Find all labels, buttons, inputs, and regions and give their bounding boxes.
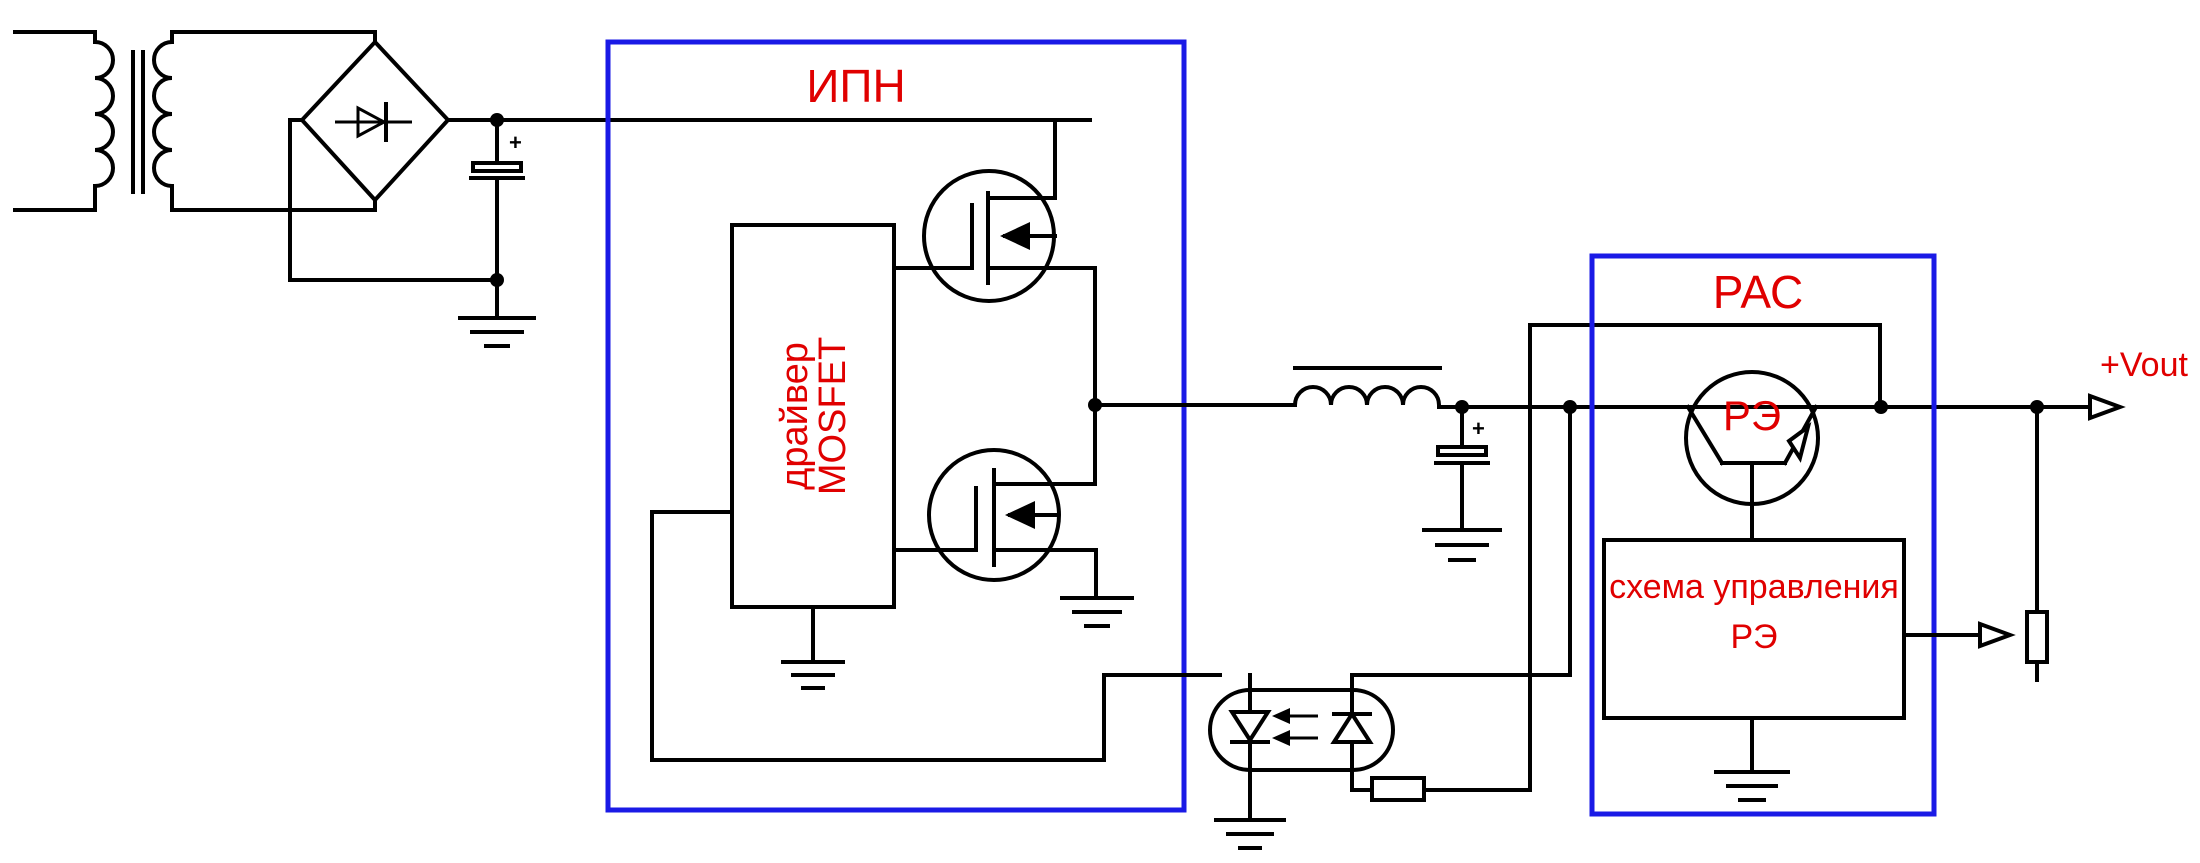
ipn-block-border: [605, 39, 1187, 813]
diode-bridge: [288, 39, 499, 282]
pac-block-border: [1589, 253, 1937, 817]
junction-dot: [1088, 398, 1102, 412]
driver-label-line2: MOSFET: [812, 337, 854, 495]
input-capacitor: +: [469, 118, 525, 320]
ipn-label: ИПН: [806, 60, 905, 112]
optocoupler: [1208, 673, 1395, 822]
opto-collector-wire: [1350, 405, 1572, 677]
output-arrow-icon: [2088, 393, 2126, 421]
ground-icon: [781, 660, 845, 690]
transformer: [13, 30, 377, 212]
output-capacitor: +: [1434, 405, 1490, 532]
ground-icon: [1422, 528, 1502, 562]
ground-icon: [458, 316, 536, 348]
svg-text:+: +: [1472, 416, 1485, 441]
vout-label: +Vout: [2100, 346, 2188, 384]
output-inductor: [1292, 366, 1442, 408]
control-label-line2: РЭ: [1730, 618, 1777, 656]
arrow-icon: [1978, 621, 2016, 649]
control-label-line1: схема управления: [1609, 568, 1899, 606]
opto-resistor: [1370, 776, 1426, 802]
output-potentiometer: [2025, 405, 2049, 682]
junction-dot: [490, 273, 504, 287]
pac-label: РАС: [1713, 266, 1804, 318]
ground-icon: [1060, 596, 1134, 628]
feedback-wire: [650, 510, 1222, 762]
ground-icon: [1214, 818, 1286, 850]
svg-text:+: +: [509, 130, 522, 155]
ground-icon: [1714, 770, 1790, 802]
opto-feedback-wire: [1422, 323, 1882, 792]
regulating-transistor: [1684, 370, 1820, 542]
re-label: РЭ: [1723, 392, 1781, 439]
driver-label-line1: драйвер: [774, 342, 816, 490]
high-side-mosfet: [892, 118, 1097, 457]
low-side-mosfet: [892, 403, 1098, 600]
